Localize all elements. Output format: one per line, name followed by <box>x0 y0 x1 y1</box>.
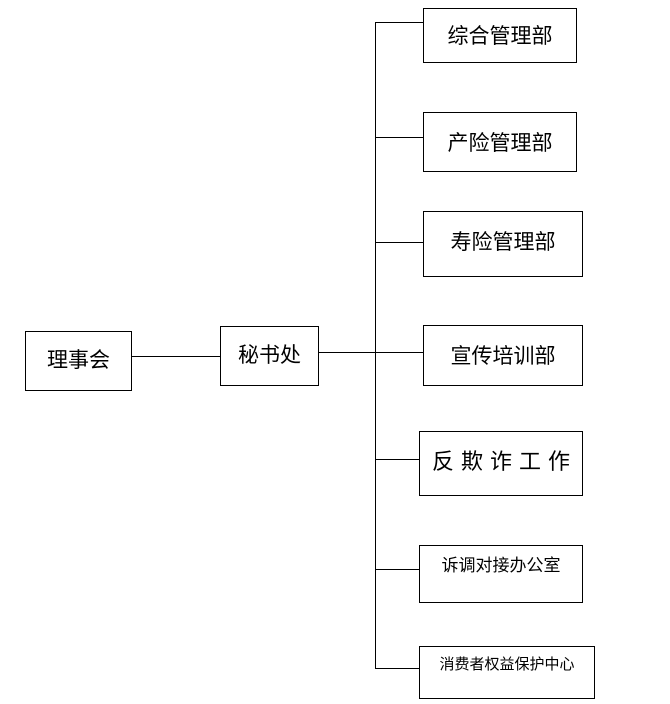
connector-branch-5 <box>375 459 419 460</box>
connector-branch-1 <box>375 22 423 23</box>
node-department-4-label: 宣传培训部 <box>450 344 556 368</box>
node-department-7-label: 消费者权益保护中心 <box>439 655 575 673</box>
node-department-1: 综合管理部 <box>423 8 577 63</box>
node-department-2-label: 产险管理部 <box>447 131 553 155</box>
connector-trunk-vertical <box>375 22 376 669</box>
node-department-4: 宣传培训部 <box>423 325 583 386</box>
node-department-3-label: 寿险管理部 <box>450 230 556 254</box>
node-department-6-label: 诉调对接办公室 <box>441 556 561 576</box>
node-department-7: 消费者权益保护中心 <box>419 646 595 699</box>
connector-branch-2 <box>375 137 423 138</box>
connector-middle-to-trunk <box>318 352 375 353</box>
node-department-3: 寿险管理部 <box>423 211 583 277</box>
connector-branch-6 <box>375 569 419 570</box>
connector-root-to-middle <box>131 356 221 357</box>
node-council-label: 理事会 <box>47 348 110 372</box>
node-secretariat: 秘书处 <box>220 326 319 386</box>
connector-branch-7 <box>375 668 419 669</box>
node-department-1-label: 综合管理部 <box>447 24 553 48</box>
connector-branch-3 <box>375 242 423 243</box>
node-department-5: 反 欺 诈 工 作 <box>419 431 583 496</box>
connector-branch-4 <box>375 352 423 353</box>
node-council: 理事会 <box>25 331 132 391</box>
node-department-5-label: 反 欺 诈 工 作 <box>432 450 570 475</box>
node-department-2: 产险管理部 <box>423 112 577 172</box>
node-secretariat-label: 秘书处 <box>238 343 301 367</box>
node-department-6: 诉调对接办公室 <box>419 545 583 603</box>
